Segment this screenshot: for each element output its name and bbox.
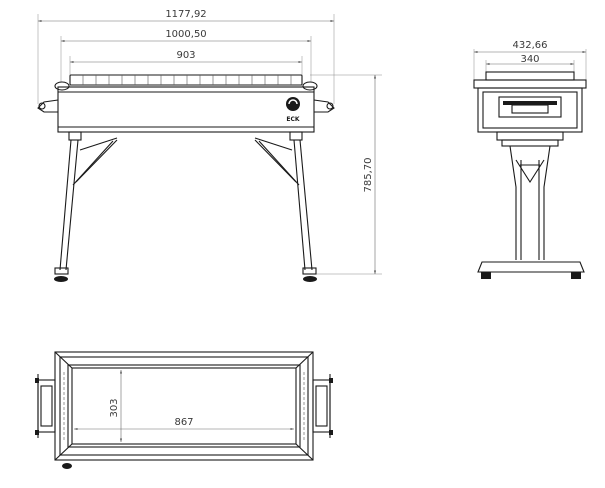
- overall-width-label: 1177,92: [165, 9, 206, 20]
- grate-depth-label: 303: [109, 398, 120, 417]
- outer-width-label: 432,66: [513, 40, 548, 51]
- side-view: 432,66 340: [473, 40, 587, 279]
- dimension-grate-depth: 303: [109, 370, 123, 442]
- logo-text: ECK: [286, 116, 300, 123]
- dimension-height: 785,70: [310, 74, 382, 275]
- body-width-label: 1000,50: [165, 29, 206, 40]
- front-view: 1177,92 1000,50 903 785,70: [37, 9, 382, 282]
- top-view: 303 867: [35, 351, 333, 469]
- grate-length-label: 867: [174, 417, 193, 428]
- brand-logo: ECK: [286, 97, 300, 123]
- grill-width-label: 903: [176, 50, 195, 61]
- dimension-inner-width: 340: [485, 54, 575, 76]
- dimension-body-width: 1000,50: [60, 29, 312, 82]
- dimension-outer-width: 432,66: [473, 40, 587, 82]
- dimension-grill-width: 903: [69, 50, 303, 76]
- height-label: 785,70: [363, 158, 374, 193]
- inner-width-label: 340: [520, 54, 539, 65]
- dimension-overall-width: 1177,92: [37, 9, 335, 104]
- dimension-grate-length: 867: [74, 417, 294, 431]
